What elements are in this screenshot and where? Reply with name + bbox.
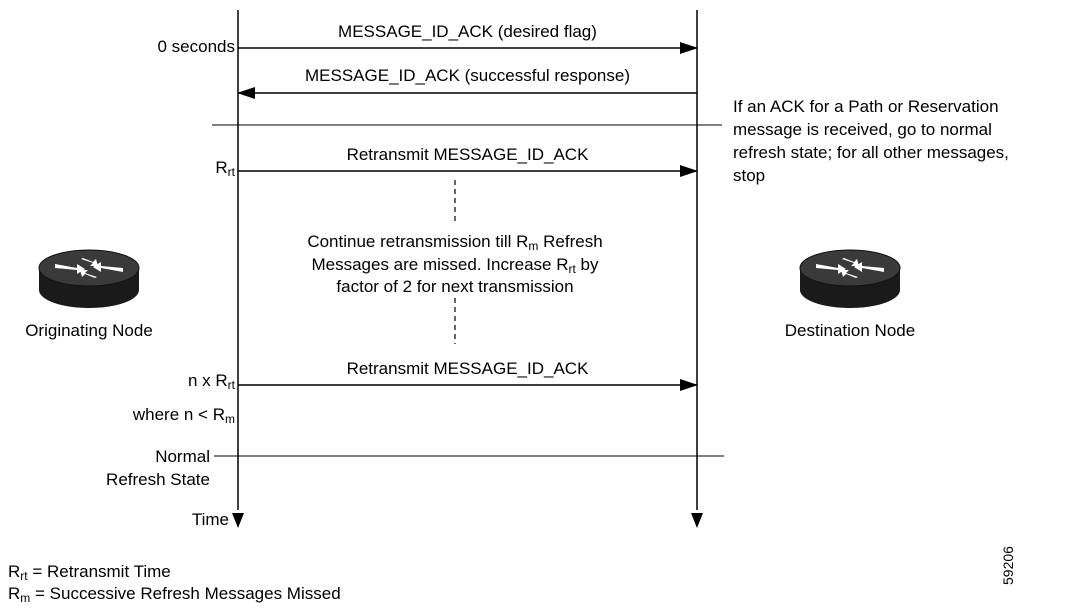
message-retransmit-2: Retransmit MESSAGE_ID_ACK xyxy=(346,359,589,378)
message-successful-response: MESSAGE_ID_ACK (successful response) xyxy=(304,66,630,85)
time-label-n-x-rrt: n x Rrt xyxy=(187,371,235,392)
time-label-where-n: where n < Rm xyxy=(132,405,235,426)
destination-timeline-arrowhead xyxy=(691,513,703,528)
message-retransmit-1: Retransmit MESSAGE_ID_ACK xyxy=(346,145,589,164)
destination-router-icon xyxy=(799,249,901,308)
note-ack-received-line4: stop xyxy=(733,166,766,185)
time-axis-label: Time xyxy=(191,510,229,529)
note-ack-received-line1: If an ACK for a Path or Reservation xyxy=(733,97,999,116)
message-desired-flag: MESSAGE_ID_ACK (desired flag) xyxy=(338,22,597,41)
originating-timeline-arrowhead xyxy=(232,513,244,528)
legend-rrt: Rrt = Retransmit Time xyxy=(8,562,171,583)
figure-id: 59206 xyxy=(1000,546,1016,585)
destination-node-label: Destination Node xyxy=(784,321,916,340)
originating-router-icon xyxy=(38,249,140,308)
continue-note-line2: Messages are missed. Increase Rrt by xyxy=(311,255,599,276)
time-label-refresh-state: Refresh State xyxy=(106,470,210,489)
continue-note-line3: factor of 2 for next transmission xyxy=(336,277,574,296)
originating-node-label: Originating Node xyxy=(25,321,153,340)
legend-rm: Rm = Successive Refresh Messages Missed xyxy=(8,584,341,605)
note-ack-received-line2: message is received, go to normal xyxy=(733,120,992,139)
note-ack-received-line3: refresh state; for all other messages, xyxy=(733,143,1009,162)
continue-note-line1: Continue retransmission till Rm Refresh xyxy=(307,232,603,253)
time-label-rrt: Rrt xyxy=(215,158,235,179)
time-label-zero: 0 seconds xyxy=(157,37,236,56)
time-label-normal: Normal xyxy=(155,447,210,466)
